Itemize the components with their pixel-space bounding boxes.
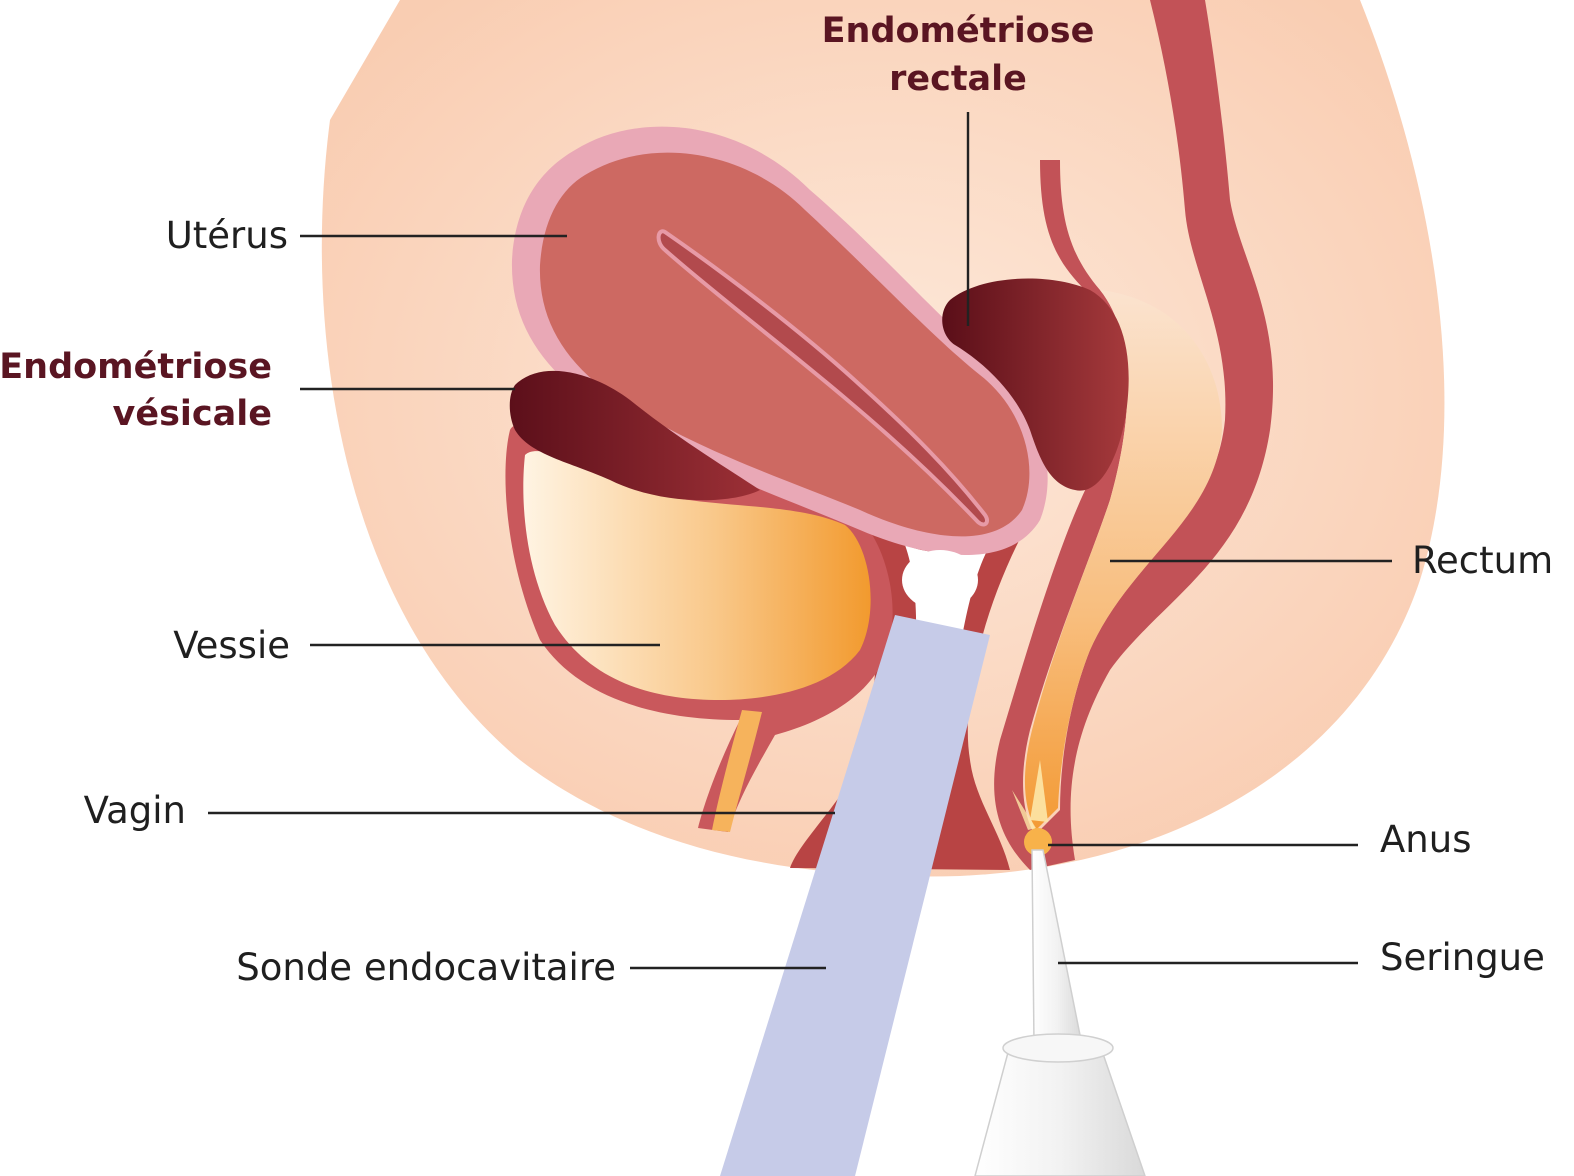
label-vessie: Vessie: [173, 624, 290, 667]
syringe: [975, 850, 1145, 1176]
label-rectum: Rectum: [1412, 539, 1553, 582]
label-seringue: Seringue: [1380, 936, 1545, 979]
label-anus: Anus: [1380, 818, 1472, 861]
label-vagin: Vagin: [84, 789, 186, 832]
label-endo-rectale-line1: Endométriose: [822, 11, 1095, 51]
label-endo-vesicale-line1: Endométriose: [0, 347, 272, 387]
label-endo-rectale-line2: rectale: [889, 59, 1027, 99]
label-endo-vesicale-line2: vésicale: [113, 394, 272, 434]
label-uterus: Utérus: [166, 214, 288, 257]
label-sonde: Sonde endocavitaire: [236, 946, 616, 989]
probe-tip: [902, 550, 978, 610]
